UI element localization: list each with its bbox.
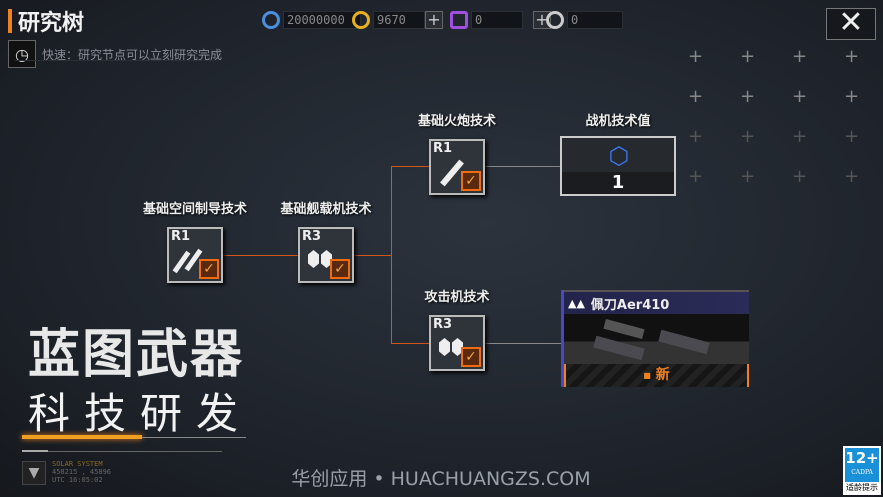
fleet-icon: ▲▲ [568,296,585,310]
age-rating: 12+ [845,449,879,467]
tech-node-attack-aircraft[interactable]: R3 ✓ [429,315,485,371]
credits-icon [262,11,280,29]
connector [391,166,392,343]
tech-points-icon: ⬡ [608,142,630,170]
promo-subtitle: 科技研发 [28,389,253,438]
aircraft-card[interactable]: ▲▲ 佩刀Aer410 ■ 新 [561,290,749,387]
tech-node-space-guidance[interactable]: R1 ✓ [167,227,223,283]
checkmark-icon: ✓ [461,171,481,191]
node-label: 基础火炮技术 [417,114,496,129]
tech-icon [546,11,564,29]
grid-plus-icon: + [792,126,808,147]
age-org: CADPA [851,469,873,476]
grid-plus-icon: + [740,86,756,107]
attack-aircraft-icon [437,334,463,364]
grid-plus-icon: + [688,46,704,67]
connector [391,343,429,344]
grid-plus-icon: + [740,166,756,187]
currency-credits: 20000000 [262,10,361,30]
tech-node-carrier-aircraft[interactable]: R3 ✓ [298,227,354,283]
premium-icon [450,11,468,29]
node-label: 攻击机技术 [424,290,490,305]
age-caption: 适龄提示 [846,483,878,492]
grid-plus-icon: + [844,86,860,107]
rank: R3 [302,229,322,244]
solar-utc: UTC 16:05:02 [52,476,103,484]
page-title: 研究树 [8,6,84,36]
hint-text: 快速：研究节点可以立刻研究完成 [42,47,223,62]
promo-title: 蓝图武器 [28,325,245,385]
solar-system-readout: SOLAR SYSTEM 458215 , 45896 UTC 16:05:02 [52,460,111,484]
add-gold-button[interactable]: + [425,11,443,29]
node-label: 基础空间制导技术 [142,202,247,217]
grid-plus-icon: + [792,166,808,187]
tech-value: 0 [567,11,623,29]
new-label: 新 [655,367,670,383]
currency-premium: 0+ [450,10,551,30]
carrier-aircraft-icon [306,246,332,276]
grid-plus-icon: + [688,166,704,187]
checkmark-icon: ✓ [330,259,350,279]
rank: R3 [433,317,453,332]
gold-value: 9670 [373,11,425,29]
grid-plus-icon: + [792,86,808,107]
cannon-icon [437,158,464,188]
connector [354,255,391,256]
quick-research-hint: ◷ 快速：研究节点可以立刻研究完成 [8,40,222,68]
watermark: 华创应用 • HUACHUANGZS.COM [291,468,591,490]
node-label: 基础舰载机技术 [280,202,372,217]
clock-icon[interactable]: ◷ [8,40,36,68]
close-button[interactable]: ✕ [826,8,876,40]
grid-plus-icon: + [844,46,860,67]
connector [223,255,298,256]
grid-plus-icon: + [688,126,704,147]
faction-emblem-icon: ▼ [22,461,46,485]
new-badge: ■ 新 [564,364,749,387]
grid-plus-icon: + [688,86,704,107]
connector [485,343,561,344]
tech-node-cannon[interactable]: R1 ✓ [429,139,485,195]
fighter-tech-value[interactable]: ⬡ 1 [560,136,676,196]
currency-gold: 9670+ [352,10,443,30]
aircraft-image [564,314,749,364]
missile-icon [172,246,203,276]
grid-plus-icon: + [740,126,756,147]
grid-plus-icon: + [740,46,756,67]
solar-title: SOLAR SYSTEM [52,460,103,468]
rank: R1 [433,141,453,156]
stat-label: 战机技术值 [585,114,651,129]
age-rating-badge: 12+ CADPA 适龄提示 [843,446,881,495]
aircraft-name: 佩刀Aer410 [590,297,670,313]
grid-plus-icon: + [844,126,860,147]
premium-value: 0 [471,11,523,29]
title-text: 研究树 [18,11,85,36]
currency-tech: 0 [546,10,623,30]
gold-icon [352,11,370,29]
stat-value: 1 [562,172,674,194]
connector [391,166,429,167]
connector [485,166,560,167]
grid-plus-icon: + [844,166,860,187]
checkmark-icon: ✓ [199,259,219,279]
solar-coords: 458215 , 45896 [52,468,112,476]
checkmark-icon: ✓ [461,347,481,367]
grid-plus-icon: + [792,46,808,67]
rank: R1 [171,229,191,244]
credits-value: 20000000 [283,11,361,29]
